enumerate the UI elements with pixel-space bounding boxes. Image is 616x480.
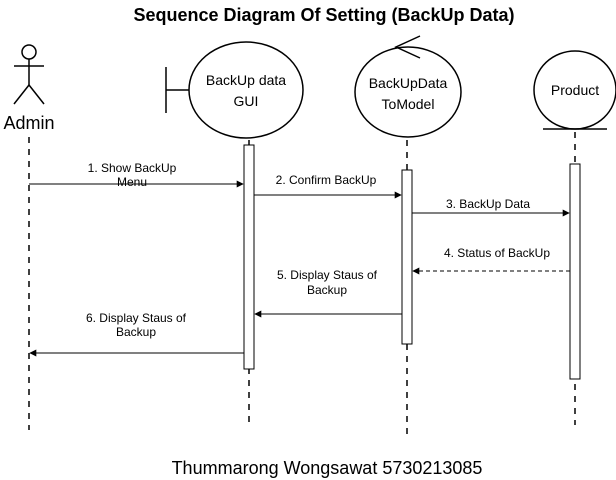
actor-head [21, 44, 37, 60]
message-1: 1. Show BackUp Menu [29, 161, 244, 189]
message-2: 2. Confirm BackUp [254, 173, 402, 199]
boundary-circle [188, 41, 304, 139]
message-4: 4. Status of BackUp [412, 246, 570, 275]
diagram-title: Sequence Diagram Of Setting (BackUp Data… [133, 5, 514, 25]
boundary-label-line1: BackUp data [206, 72, 286, 88]
control-arrowhead [394, 35, 421, 59]
message-1-label-line2: Menu [117, 175, 147, 189]
message-4-label: 4. Status of BackUp [444, 246, 550, 260]
entity-label: Product [551, 82, 599, 98]
control-label-line1: BackUpData [369, 75, 448, 91]
message-3: 3. BackUp Data [412, 197, 570, 217]
message-6-label-line2: Backup [116, 325, 156, 339]
activation-control [401, 169, 413, 345]
entity-product: Product [533, 50, 616, 130]
activation-product [569, 163, 581, 380]
message-3-label: 3. BackUp Data [446, 197, 530, 211]
author-footer: Thummarong Wongsawat 5730213085 [172, 458, 483, 478]
message-1-label-line1: 1. Show BackUp [88, 161, 177, 175]
message-6-label-line1: 6. Display Staus of [86, 311, 187, 325]
actor-label: Admin [3, 113, 54, 133]
message-5-label-line1: 5. Display Staus of [277, 268, 378, 282]
control-circle [354, 46, 462, 138]
control-backup-to-model: BackUpData ToModel [354, 35, 462, 138]
actor-leg-right [28, 84, 45, 105]
boundary-label-line2: GUI [234, 93, 259, 109]
activation-gui [243, 144, 255, 370]
control-label-line2: ToModel [382, 96, 435, 112]
message-5: 5. Display Staus of Backup [254, 268, 402, 318]
actor-leg-left [13, 84, 30, 105]
actor-admin: Admin [3, 44, 55, 133]
message-2-label: 2. Confirm BackUp [276, 173, 377, 187]
message-6: 6. Display Staus of Backup [29, 311, 244, 357]
boundary-backup-gui: BackUp data GUI [165, 41, 304, 139]
message-5-label-line2: Backup [307, 283, 347, 297]
